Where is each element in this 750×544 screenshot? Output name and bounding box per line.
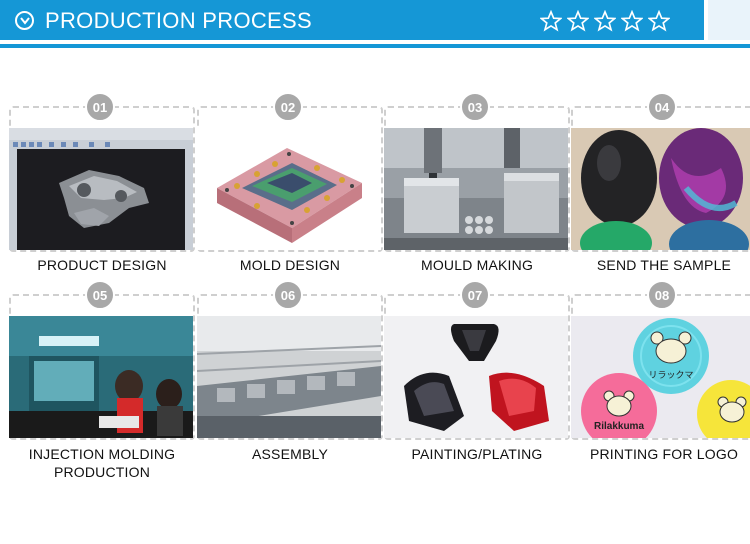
step-label-line1: INJECTION MOLDING (28, 446, 176, 462)
step-label: ASSEMBLY (251, 446, 329, 462)
star-icon (648, 10, 670, 32)
rilakkuma-text: Rilakkuma (594, 421, 644, 432)
step-number-badge: 06 (273, 280, 303, 310)
page-title: PRODUCTION PROCESS (45, 8, 312, 33)
step-label-line2: PRODUCTION (53, 464, 151, 480)
mold-design-image (197, 128, 381, 250)
star-icon (567, 10, 589, 32)
step-label: PRODUCT DESIGN (37, 257, 167, 273)
step-number-badge: 02 (273, 92, 303, 122)
step-number-badge: 03 (460, 92, 490, 122)
send-the-sample-image (571, 128, 750, 250)
section-header: PRODUCTION PROCESS (0, 0, 750, 52)
step-label: PAINTING/PLATING (411, 446, 543, 462)
star-rating (540, 10, 670, 32)
star-icon (540, 10, 562, 32)
step-number-badge: 05 (85, 280, 115, 310)
step-label: SEND THE SAMPLE (596, 257, 732, 273)
chevron-down-circle-icon (15, 11, 34, 30)
injection-molding-image (9, 316, 193, 438)
step-number-badge: 04 (647, 92, 677, 122)
katakana-text: リラックマ (648, 370, 693, 381)
assembly-image (197, 316, 381, 438)
step-label: MOULD MAKING (420, 257, 534, 273)
mould-making-image (384, 128, 568, 250)
printing-for-logo-image: リラックマ Rilakkuma (571, 316, 750, 438)
step-label: MOLD DESIGN (239, 257, 341, 273)
star-icon (621, 10, 643, 32)
step-number-badge: 01 (85, 92, 115, 122)
header-bar-accent (708, 0, 750, 40)
painting-plating-image (384, 316, 568, 438)
step-number-badge: 08 (647, 280, 677, 310)
step-label: INJECTION MOLDING PRODUCTION (3, 445, 201, 481)
product-design-image (9, 128, 193, 250)
step-label: PRINTING FOR LOGO (589, 446, 739, 462)
star-icon (594, 10, 616, 32)
step-number-badge: 07 (460, 280, 490, 310)
header-underline (0, 44, 750, 48)
